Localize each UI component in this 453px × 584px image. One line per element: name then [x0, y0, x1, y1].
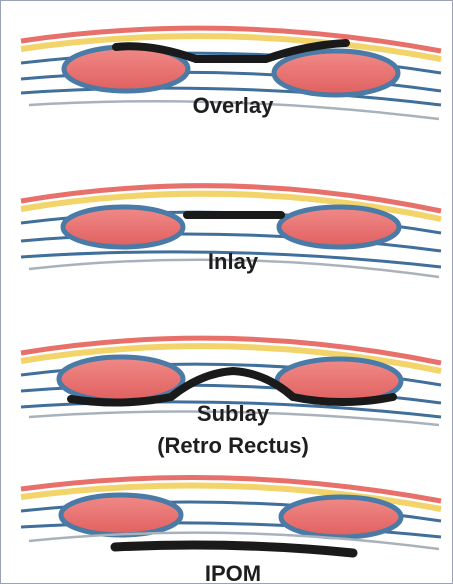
- panel-overlay: Overlay: [21, 28, 441, 119]
- rectus-muscle-right: [274, 51, 398, 95]
- label-retro-rectus: (Retro Rectus): [157, 433, 309, 458]
- label-inlay: Inlay: [208, 249, 259, 274]
- rectus-muscle-right: [279, 207, 399, 247]
- panel-inlay: Inlay: [21, 186, 441, 277]
- label-sublay: Sublay: [197, 401, 270, 426]
- label-overlay: Overlay: [193, 93, 274, 118]
- rectus-muscle-left: [61, 495, 181, 535]
- panel-ipom: IPOM: [21, 477, 441, 584]
- mesh-ipom: [115, 545, 353, 553]
- rectus-muscle-left: [63, 207, 183, 247]
- panel-sublay: Sublay (Retro Rectus): [21, 338, 441, 458]
- label-ipom: IPOM: [205, 561, 261, 584]
- rectus-muscle-right: [281, 497, 401, 537]
